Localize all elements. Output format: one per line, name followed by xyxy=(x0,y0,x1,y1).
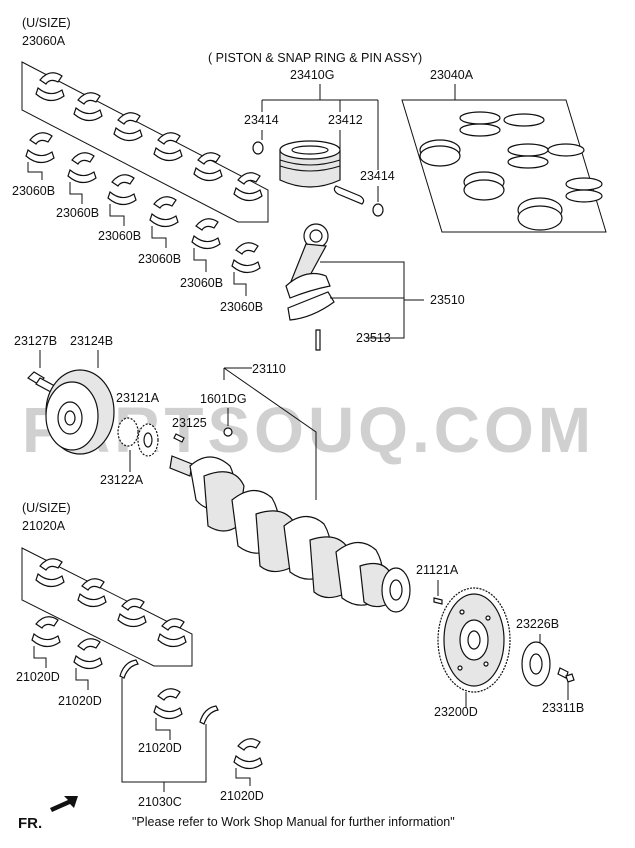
label-23124B: 23124B xyxy=(70,334,113,348)
label-21020D-4: 21020D xyxy=(220,789,264,803)
crank-pulley[interactable] xyxy=(45,369,115,455)
loose-bearing-shells-21020D[interactable] xyxy=(31,616,263,786)
upper-bearing-panel xyxy=(21,61,269,223)
label-23410G: 23410G xyxy=(290,68,334,82)
flywheel-23200D[interactable] xyxy=(437,587,511,693)
label-23122A: 23122A xyxy=(100,473,144,487)
label-23060B-5: 23060B xyxy=(180,276,223,290)
label-21020D-2: 21020D xyxy=(58,694,102,708)
label-21030C: 21030C xyxy=(138,795,182,809)
label-23513: 23513 xyxy=(356,331,391,345)
label-23060B-4: 23060B xyxy=(138,252,181,266)
crankshaft[interactable] xyxy=(169,455,411,613)
label-23226B: 23226B xyxy=(516,617,559,631)
label-usize-bottom: (U/SIZE) xyxy=(22,501,71,515)
watermark: PARTSOUQ.COM xyxy=(22,394,595,466)
label-21020D-1: 21020D xyxy=(16,670,60,684)
label-assy-title: ( PISTON & SNAP RING & PIN ASSY) xyxy=(208,51,422,65)
label-23040A: 23040A xyxy=(430,68,474,82)
label-23060B-6: 23060B xyxy=(220,300,263,314)
loose-bearing-shells-23060B[interactable] xyxy=(25,132,261,296)
label-21020A: 21020A xyxy=(22,519,66,533)
direction-label: FR. xyxy=(18,815,42,832)
label-23412: 23412 xyxy=(328,113,363,127)
label-23200D: 23200D xyxy=(434,705,478,719)
label-23311B: 23311B xyxy=(542,701,584,715)
bolt-23311B[interactable] xyxy=(557,667,575,683)
thrust-washers-21030C[interactable] xyxy=(119,659,219,725)
label-23125: 23125 xyxy=(172,416,207,430)
footer-note: "Please refer to Work Shop Manual for fu… xyxy=(132,815,455,829)
label-23414-left: 23414 xyxy=(244,113,279,127)
dowel-21121A[interactable] xyxy=(433,597,443,605)
piston-ring-panel[interactable] xyxy=(401,99,607,233)
label-23060B-3: 23060B xyxy=(98,229,141,243)
lower-bearing-panel xyxy=(21,547,193,667)
label-usize-top: (U/SIZE) xyxy=(22,16,71,30)
label-23110: 23110 xyxy=(252,362,286,376)
label-23127B: 23127B xyxy=(14,334,57,348)
label-23121A: 23121A xyxy=(116,391,160,405)
piston[interactable] xyxy=(252,140,384,217)
plug-1601DG[interactable] xyxy=(223,427,233,437)
plate-23226B[interactable] xyxy=(521,641,551,687)
upper-bearing-shells[interactable] xyxy=(35,72,263,202)
arrow-icon xyxy=(50,796,78,812)
label-23510: 23510 xyxy=(430,293,465,307)
label-23060A: 23060A xyxy=(22,34,66,48)
label-23414-right: 23414 xyxy=(360,169,395,183)
label-21020D-3: 21020D xyxy=(138,741,182,755)
label-23060B-1: 23060B xyxy=(12,184,55,198)
sprocket-23122A[interactable] xyxy=(117,417,159,457)
label-1601DG: 1601DG xyxy=(200,392,247,406)
lower-bearing-shells[interactable] xyxy=(35,558,187,648)
key-23125[interactable] xyxy=(173,433,185,443)
label-23060B-2: 23060B xyxy=(56,206,99,220)
connecting-rod[interactable] xyxy=(285,223,335,351)
label-21121A: 21121A xyxy=(416,563,459,577)
